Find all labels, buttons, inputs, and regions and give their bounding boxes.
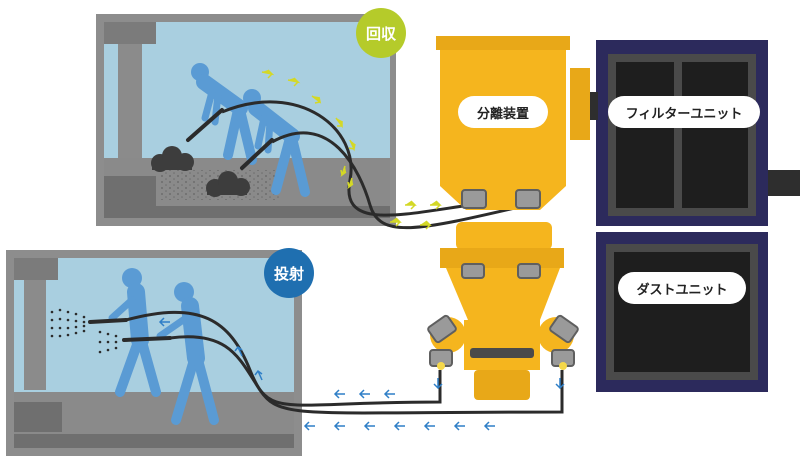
dust-unit-label-box: ダストユニット bbox=[618, 272, 746, 304]
dust-unit-label: ダストユニット bbox=[636, 282, 728, 298]
blasting-worker-2 bbox=[156, 282, 219, 425]
separator-label-box: 分離装置 bbox=[458, 96, 548, 128]
blasting-nozzles bbox=[88, 318, 172, 342]
blasting-worker-1 bbox=[108, 268, 161, 397]
separator-ports bbox=[427, 189, 579, 367]
separator-label: 分離装置 bbox=[476, 106, 529, 122]
blasting-hoses bbox=[125, 310, 564, 415]
filter-unit-label: フィルターユニット bbox=[625, 106, 743, 122]
filter-unit-label-box: フィルターユニット bbox=[608, 96, 760, 128]
recovery-label: 回収 bbox=[365, 24, 396, 43]
recovery-nozzles bbox=[186, 108, 274, 170]
flow-arrows-blue bbox=[158, 317, 565, 431]
dust-pile-left bbox=[151, 146, 194, 172]
filter-cabinet bbox=[590, 40, 800, 226]
blasting-room bbox=[6, 250, 302, 456]
recovery-hoses bbox=[221, 100, 529, 230]
recovery-worker-1 bbox=[191, 63, 257, 165]
separator-machine bbox=[430, 36, 590, 400]
blasting-label: 投射 bbox=[273, 264, 304, 283]
separator-port-indicators bbox=[437, 362, 567, 370]
dust-cabinet bbox=[596, 232, 768, 392]
blasting-badge: 投射 bbox=[264, 248, 314, 298]
blast-spray bbox=[50, 308, 118, 354]
airflow-arrows bbox=[261, 69, 442, 230]
dust-pile-right bbox=[206, 171, 250, 197]
recovery-badge: 回収 bbox=[356, 8, 406, 58]
